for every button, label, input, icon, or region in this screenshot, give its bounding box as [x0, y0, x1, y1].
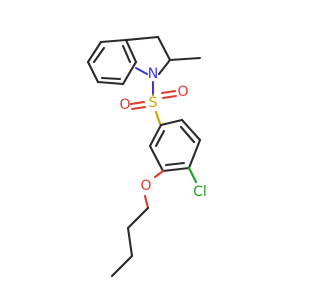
bond: [157, 58, 172, 76]
double-bond: [161, 94, 178, 100]
oxygen-atom-ether: O: [140, 178, 151, 194]
indoline-benzene-ring: [86, 38, 138, 86]
double-bond-inner: [121, 44, 132, 64]
bond: [161, 166, 191, 173]
bond: [148, 144, 165, 173]
double-bond-inner: [92, 46, 106, 64]
bond: [148, 123, 163, 148]
double-bond-inner: [164, 161, 186, 167]
bond: [99, 38, 128, 44]
molecule-structure: N S O O O Cl: [86, 35, 207, 278]
bond: [134, 66, 149, 76]
bond: [143, 194, 150, 210]
nitrogen-atom: N: [148, 66, 158, 82]
chlorine-atom: Cl: [193, 184, 207, 200]
bond: [187, 138, 202, 170]
double-bond-inner: [179, 125, 196, 144]
bond: [124, 35, 160, 42]
bond: [124, 38, 138, 64]
bond: [86, 40, 103, 64]
bond: [187, 166, 198, 184]
bond: [156, 35, 172, 62]
double-bond-inner: [154, 129, 166, 148]
methyl-bond: [168, 56, 202, 62]
chlorophenyl-ring: [148, 118, 202, 173]
bond: [126, 206, 150, 230]
double-bond: [130, 105, 147, 111]
bond: [96, 80, 125, 86]
double-bond: [160, 89, 177, 95]
sulfonyl-group: [129, 89, 178, 126]
oxygen-atom-right: O: [177, 84, 188, 100]
bond: [180, 118, 202, 142]
bond: [86, 60, 100, 84]
bond: [121, 60, 138, 86]
bond: [154, 110, 162, 126]
butoxy-group: [110, 169, 165, 278]
indoline-five-ring: [124, 35, 202, 76]
bond: [110, 254, 134, 278]
bond: [126, 226, 134, 258]
bond: [153, 169, 165, 179]
double-bond-inner: [100, 76, 122, 81]
bond: [159, 118, 184, 127]
double-bond: [129, 100, 146, 106]
sulfur-atom: S: [149, 95, 158, 111]
oxygen-atom-left: O: [119, 97, 130, 113]
